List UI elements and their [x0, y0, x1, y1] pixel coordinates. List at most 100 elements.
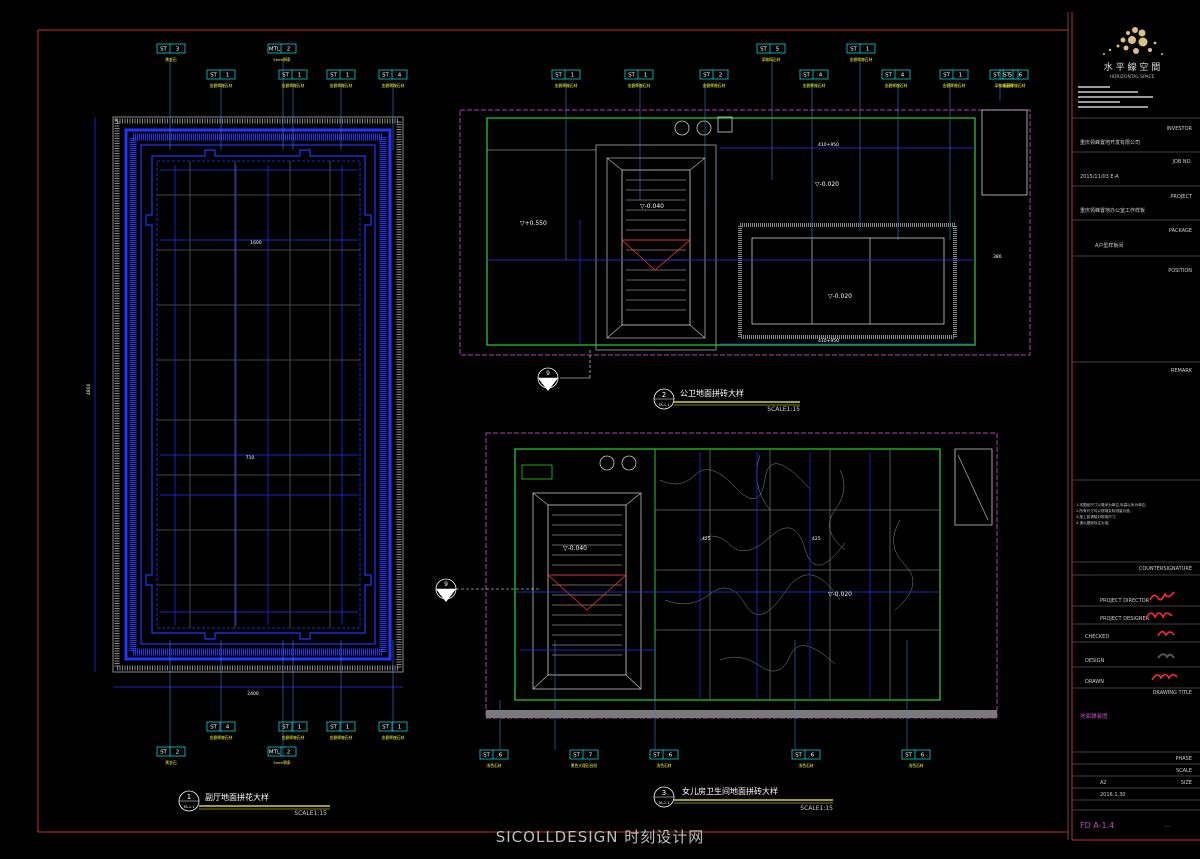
- investor-value: 重庆领峰置地开发有限公司: [1080, 139, 1140, 146]
- v1-blue-band: [129, 133, 387, 656]
- material-number: 1: [644, 73, 648, 79]
- v2-shower-drain: [621, 169, 691, 326]
- v3-drain-slope: [547, 574, 627, 611]
- v2-fixture-circle: [674, 120, 690, 136]
- material-note: 金碧辉煌石材: [555, 83, 578, 88]
- material-code: MTL: [269, 750, 281, 756]
- v2-door-frame: [981, 109, 1028, 196]
- view-2-number: 2: [662, 391, 666, 399]
- material-number: 1: [298, 73, 302, 79]
- section-marker-ref: EDA-12: [440, 592, 453, 596]
- material-note: 浅色石材: [798, 763, 813, 768]
- v2-level-vanity: ▽-0.020: [828, 293, 852, 300]
- project-label: PROJECT: [1170, 194, 1193, 200]
- v2-shower-bevel: [606, 157, 706, 339]
- v2-fixture-circle: [696, 120, 712, 136]
- material-note: 金碧辉煌石材: [282, 735, 305, 740]
- remark-label: REMARK: [1171, 368, 1193, 374]
- view-3-ref: FA-1.1: [659, 801, 670, 805]
- material-number: 1: [346, 73, 350, 79]
- v2-drain-slats: [626, 179, 686, 311]
- project-designer-label: PROJECT DESIGNER: [1100, 616, 1150, 622]
- logo-chinese: 水 平 線 空 間: [1104, 61, 1160, 73]
- note-line: 4.请以图纸标注为准。: [1076, 520, 1112, 525]
- v3-green-room: [514, 448, 941, 701]
- v3-dim-b: 425: [812, 536, 821, 542]
- material-note: 金碧辉煌石材: [850, 57, 873, 62]
- drawing-number-suffix: - -: [1165, 824, 1170, 830]
- material-number: 1: [866, 47, 870, 53]
- v1-dimension-lines: [94, 117, 403, 688]
- material-note: 黑金石: [165, 57, 177, 62]
- material-number: 2: [719, 73, 723, 79]
- v2-level-left: ▽+0.550: [520, 220, 547, 227]
- view-2-ref: FA-1.1: [659, 403, 670, 407]
- position-label: POSITION: [1168, 268, 1192, 274]
- material-code: ST: [160, 750, 167, 756]
- material-note: 金碧辉煌石材: [210, 83, 233, 88]
- material-code: ST: [483, 753, 490, 759]
- material-code: ST: [555, 73, 562, 79]
- signature-checked: [1157, 630, 1175, 637]
- countersign-label: COUNTERSIGNATURE: [1139, 566, 1192, 572]
- company-logo: [1103, 27, 1163, 55]
- material-code: ST: [943, 73, 950, 79]
- drawing-title-value: 地面铺装图: [1080, 712, 1108, 720]
- material-code: ST: [1003, 73, 1010, 79]
- v3-fixture-circle: [621, 455, 637, 471]
- material-number: 5: [776, 47, 780, 53]
- v2-level-shower: ▽-0.040: [640, 203, 664, 210]
- view-title-2: 2 FA-1.1 公卫地面拼砖大样 SCALE1:15: [653, 388, 800, 413]
- material-number: 4: [819, 73, 823, 79]
- view-title-1: 1 FA-1.1 副厅地面拼花大样 SCALE1:15: [178, 790, 330, 817]
- v2-dimension-lines: [487, 147, 975, 345]
- v3-shower-frame: [532, 492, 642, 690]
- material-code: ST: [993, 73, 1000, 79]
- material-code: ST: [628, 73, 635, 79]
- v1-stepped-border: [145, 149, 372, 640]
- material-note: 金碧辉煌石材: [803, 83, 826, 88]
- material-code: ST: [210, 725, 217, 731]
- material-code: ST: [760, 47, 767, 53]
- material-number: 2: [287, 750, 291, 756]
- material-number: 4: [398, 73, 402, 79]
- section-marker-number: 9: [546, 370, 550, 377]
- view-3-number: 3: [662, 789, 666, 797]
- v2-fixture-box: [717, 116, 733, 133]
- material-note: 黑色大理石台阶: [571, 763, 598, 768]
- drawing-title-label: DRAWING TITLE: [1153, 690, 1192, 696]
- material-number: 7: [589, 753, 593, 759]
- v2-vanity: [751, 237, 945, 325]
- note-line: 1.本图纸尺寸以毫米为单位,标高以米为单位;: [1076, 502, 1146, 507]
- material-note: 深咖网石材: [762, 57, 781, 62]
- job-no-label: JOB NO.: [1172, 159, 1193, 165]
- checked-label: CHECKED: [1085, 634, 1109, 640]
- material-number: 6: [921, 753, 925, 759]
- material-code: ST: [703, 73, 710, 79]
- v2-shower-frame: [595, 144, 717, 351]
- material-number: 1: [226, 73, 230, 79]
- v2-drain-slope: [621, 239, 691, 271]
- material-note: 金碧辉煌石材: [1003, 83, 1026, 88]
- v1-dim-overall-height: 4800: [86, 383, 92, 395]
- material-number: 4: [901, 73, 905, 79]
- material-code: ST: [330, 725, 337, 731]
- sheet-size-value: A2: [1100, 780, 1107, 786]
- material-note: 金碧辉煌石材: [382, 83, 405, 88]
- v3-level-shower: ▽-0.040: [563, 545, 587, 552]
